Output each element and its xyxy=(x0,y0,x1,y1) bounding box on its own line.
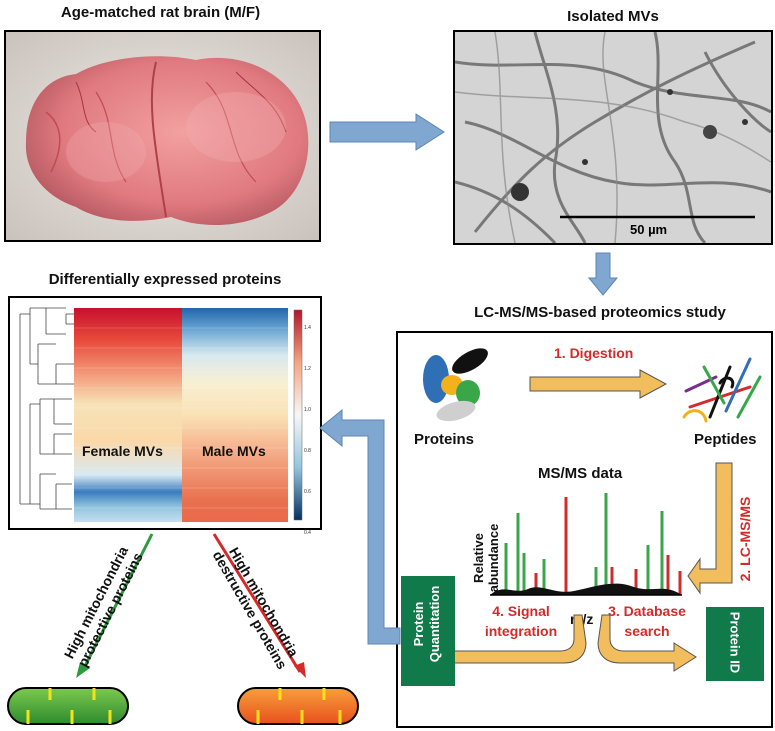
destructive-mitochondrion-icon xyxy=(237,687,359,725)
colorbar-tick: 1.4 xyxy=(304,325,311,331)
mv-micrograph: 50 µm xyxy=(453,30,773,245)
protective-arrow-line xyxy=(80,533,154,673)
heatmap-panel: Female MVs Male MVs 1.4 1.2 1.0 0.8 0.6 … xyxy=(8,296,322,536)
step4-line: 4. Signal xyxy=(492,603,550,619)
colorbar-ticks: 1.4 1.2 1.0 0.8 0.6 0.4 xyxy=(304,308,318,554)
step3-line: 3. Database xyxy=(608,603,686,619)
destructive-arrow-line xyxy=(212,533,302,673)
protein-id-label: Protein ID xyxy=(727,611,743,674)
msms-title: MS/MS data xyxy=(538,465,623,482)
colorbar-tick: 0.8 xyxy=(304,448,311,454)
lcms-workflow-box: Proteins 1. Digestion Peptides MS/MS dat… xyxy=(396,331,773,728)
step2-label: 2. LC-MS/MS xyxy=(737,496,753,582)
lcms-arrow-icon xyxy=(687,462,733,595)
heatmap-svg xyxy=(19,307,303,522)
brain-title: Age-matched rat brain (M/F) xyxy=(60,4,261,21)
male-mvs-label: Male MVs xyxy=(202,443,266,459)
arrow-down-icon xyxy=(588,252,618,296)
mv-title: Isolated MVs xyxy=(567,8,659,25)
step3-label: 3. Database search xyxy=(602,601,692,641)
brain-photo xyxy=(4,30,321,242)
colorbar-tick: 0.6 xyxy=(304,489,311,495)
step4-label: 4. Signal integration xyxy=(476,601,566,641)
female-column xyxy=(74,308,182,522)
return-arrow-icon xyxy=(319,408,401,645)
peptides-label: Peptides xyxy=(694,431,757,448)
proteins-label: Proteins xyxy=(414,431,475,448)
peptides-icon xyxy=(682,357,762,423)
arrow-right-icon xyxy=(329,113,445,151)
female-mvs-label: Female MVs xyxy=(82,443,163,459)
protein-id-box: Protein ID xyxy=(706,607,764,681)
outcome-arrows xyxy=(76,533,306,678)
protein-quant-label: Protein Quantitation xyxy=(411,585,442,663)
colorbar-tick: 1.0 xyxy=(304,407,311,413)
step4-line: integration xyxy=(484,623,558,639)
destructive-arrow-head-icon xyxy=(294,662,306,678)
diff-title: Differentially expressed proteins xyxy=(48,271,282,288)
scale-bar-label: 50 µm xyxy=(630,222,668,237)
lcms-title: LC-MS/MS-based proteomics study xyxy=(474,304,726,321)
dendrogram xyxy=(19,307,76,510)
male-column xyxy=(182,308,288,522)
protective-arrow-head-icon xyxy=(76,662,90,678)
msms-spectrum xyxy=(490,493,682,596)
step1-label: 1. Digestion xyxy=(554,345,634,361)
colorbar xyxy=(293,309,303,521)
protective-mitochondrion-icon xyxy=(7,687,129,725)
proteins-icon xyxy=(423,348,488,422)
step3-line: search xyxy=(624,623,670,639)
digestion-arrow-icon xyxy=(529,369,668,399)
colorbar-tick: 1.2 xyxy=(304,366,311,372)
colorbar-tick: 0.4 xyxy=(304,530,311,536)
protein-quant-box: Protein Quantitation xyxy=(401,576,455,686)
